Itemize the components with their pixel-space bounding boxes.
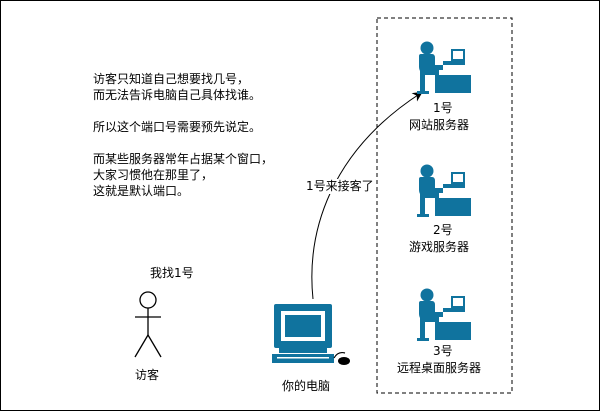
server-3-workstation-icon [417, 288, 471, 341]
desktop-computer-icon [272, 304, 334, 363]
note-line-6: 这就是默认端口。 [93, 184, 190, 198]
server-2-workstation-icon [417, 164, 471, 217]
server-group-box [376, 17, 513, 394]
visitor-speech: 我找1号 [150, 266, 194, 280]
note-line-1: 访客只知道自己想要找几号， [93, 72, 250, 86]
visitor-label: 访客 [135, 368, 160, 382]
connection-label: 1号来接客了 [306, 179, 374, 194]
mouse-icon [333, 351, 350, 365]
server-2-name: 游戏服务器 [409, 240, 470, 254]
note-line-2: 而无法告诉电脑自己具体找谁。 [93, 88, 262, 102]
computer-label: 你的电脑 [282, 379, 331, 393]
explanation-note: 访客只知道自己想要找几号， 而无法告诉电脑自己具体找谁。 所以这个端口号需要预先… [93, 71, 353, 199]
note-line-3: 所以这个端口号需要预先说定。 [93, 120, 262, 134]
visitor-stick-figure-icon [134, 291, 162, 358]
server-3-name: 远程桌面服务器 [397, 361, 482, 375]
note-line-4: 而某些服务器常年占据某个窗口， [93, 152, 274, 166]
server-1-name: 网站服务器 [409, 118, 470, 132]
server-1-workstation-icon [417, 41, 471, 94]
server-2-number: 2号 [433, 223, 453, 237]
server-1-number: 1号 [433, 101, 453, 115]
server-3-number: 3号 [433, 344, 453, 358]
note-line-5: 大家习惯他在那里了， [93, 168, 214, 182]
